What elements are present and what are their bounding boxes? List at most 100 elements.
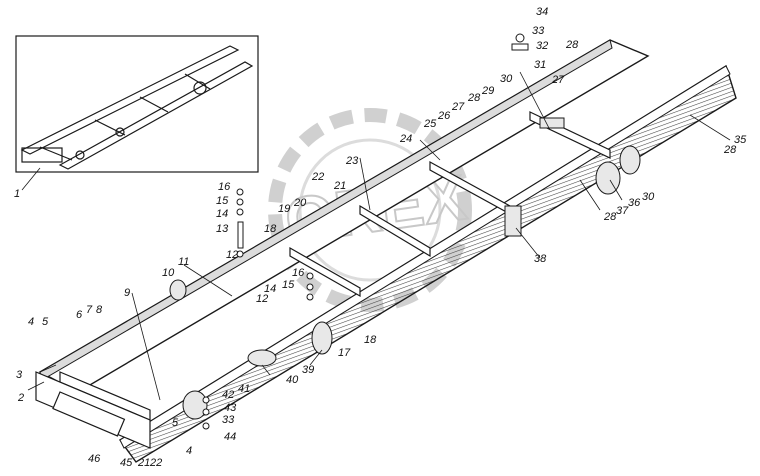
callout-26: 26 xyxy=(437,110,451,122)
inset-crossmember xyxy=(139,96,169,113)
bolt-16 xyxy=(236,188,244,196)
callout-24: 24 xyxy=(399,133,412,145)
callout-27b: 27 xyxy=(551,74,565,86)
inset-overview xyxy=(15,35,259,173)
callout-30: 30 xyxy=(500,73,513,85)
callout-23: 23 xyxy=(345,155,359,167)
callout-33: 33 xyxy=(532,25,545,37)
crossmember xyxy=(359,204,431,258)
bracket-29 xyxy=(539,117,565,129)
bolt-43 xyxy=(202,396,210,404)
inset-crossmember xyxy=(94,119,126,136)
callout-18b: 18 xyxy=(364,334,377,346)
callout-4b: 4 xyxy=(186,445,192,457)
bracket-13 xyxy=(237,221,244,249)
rear-bracket-30 xyxy=(619,145,641,175)
inset-mount xyxy=(75,150,85,160)
inset-bumper xyxy=(21,147,63,163)
callout-22: 22 xyxy=(311,171,324,183)
washer-33 xyxy=(202,408,210,416)
callout-18: 18 xyxy=(264,223,277,235)
callout-2: 2 xyxy=(17,392,24,404)
callout-4: 4 xyxy=(28,316,34,328)
callout-39: 39 xyxy=(302,364,314,376)
callouts: 1 2 3 4 5 6 7 8 9 10 11 12 12 13 14 14 1… xyxy=(14,6,747,469)
callout-12: 12 xyxy=(226,249,238,261)
bolt-44 xyxy=(202,422,210,430)
callout-46: 46 xyxy=(88,453,101,465)
callout-16: 16 xyxy=(218,181,231,193)
callout-5: 5 xyxy=(42,316,49,328)
fasteners xyxy=(202,33,529,430)
washer-15 xyxy=(236,198,244,206)
callout-7: 7 xyxy=(86,304,93,316)
callout-28: 28 xyxy=(467,92,481,104)
callout-28b: 28 xyxy=(565,39,579,51)
callout-19: 19 xyxy=(278,203,290,215)
brackets xyxy=(169,117,641,420)
callout-32: 32 xyxy=(536,40,548,52)
callout-12b: 12 xyxy=(256,293,268,305)
inset-left-rail xyxy=(20,45,240,155)
callout-17: 17 xyxy=(338,347,351,359)
inset-frame xyxy=(15,35,259,173)
callout-9: 9 xyxy=(124,287,130,299)
callout-29: 29 xyxy=(481,85,494,97)
callout-22b: 22 xyxy=(149,457,162,469)
main-frame xyxy=(35,33,737,463)
callout-44: 44 xyxy=(224,431,236,443)
callout-28c: 28 xyxy=(603,211,617,223)
bracket-10 xyxy=(169,279,187,301)
callout-30b: 30 xyxy=(642,191,655,203)
callout-37: 37 xyxy=(616,205,629,217)
callout-14: 14 xyxy=(216,208,228,220)
bumper-plate xyxy=(52,391,126,437)
watermark-gear-inner xyxy=(298,138,442,282)
callout-35: 35 xyxy=(734,134,747,146)
callout-41: 41 xyxy=(238,383,250,395)
callout-34: 34 xyxy=(536,6,548,18)
bolt-16b xyxy=(306,272,314,280)
callout-20: 20 xyxy=(293,197,307,209)
spring-bracket-39 xyxy=(311,321,333,355)
callout-38: 38 xyxy=(534,253,547,265)
callout-42: 42 xyxy=(222,389,234,401)
callout-13: 13 xyxy=(216,223,229,235)
front-bumper xyxy=(35,371,151,449)
nut-14 xyxy=(236,208,244,216)
rear-bracket-36 xyxy=(595,161,621,195)
callout-25: 25 xyxy=(423,118,437,130)
bracket-40 xyxy=(247,349,277,367)
bracket-38 xyxy=(504,205,522,237)
callout-6: 6 xyxy=(76,309,83,321)
callout-40: 40 xyxy=(286,374,299,386)
inset-crossmember xyxy=(39,146,73,161)
callout-3: 3 xyxy=(16,369,23,381)
crossmember xyxy=(289,246,361,298)
callout-33b: 33 xyxy=(222,414,235,426)
inset-chassis-sketch xyxy=(20,45,254,170)
callout-14b: 14 xyxy=(264,283,276,295)
callout-45: 45 xyxy=(120,457,133,469)
callout-36: 36 xyxy=(628,197,641,209)
callout-15b: 15 xyxy=(282,279,295,291)
callout-28d: 28 xyxy=(723,144,737,156)
nut-14b xyxy=(306,293,314,301)
callout-8: 8 xyxy=(96,304,103,316)
callout-21: 21 xyxy=(333,180,346,192)
nut-12 xyxy=(236,250,244,258)
callout-1: 1 xyxy=(14,188,20,200)
bolt-34 xyxy=(515,33,525,43)
callout-16b: 16 xyxy=(292,267,305,279)
callout-11: 11 xyxy=(178,256,189,268)
callout-21b: 21 xyxy=(137,457,150,469)
callout-10: 10 xyxy=(162,267,175,279)
callout-43: 43 xyxy=(224,402,237,414)
washer-15b xyxy=(306,283,314,291)
callout-15: 15 xyxy=(216,195,229,207)
plate-32 xyxy=(511,43,529,51)
inset-mount xyxy=(193,81,207,95)
inset-mount xyxy=(115,127,125,137)
inset-right-rail xyxy=(58,61,254,170)
